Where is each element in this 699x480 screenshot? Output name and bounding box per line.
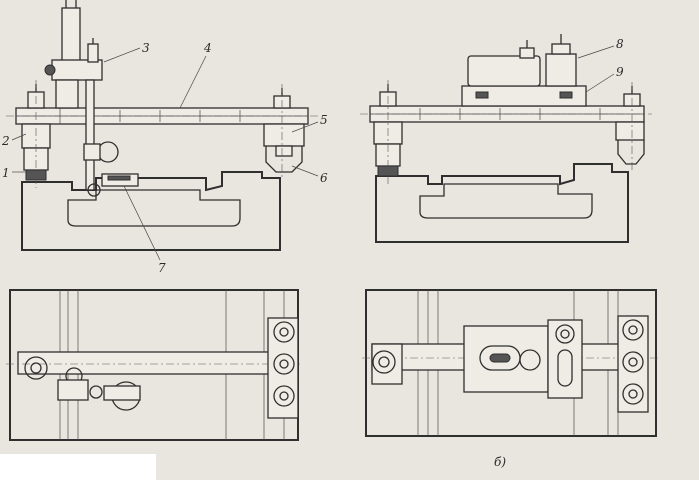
callout-1: 1	[2, 166, 10, 180]
callout-8: 8	[616, 37, 624, 51]
elevation-left	[6, 0, 319, 261]
sublabel-b: б)	[494, 455, 506, 469]
plan-right	[362, 289, 660, 437]
callout-4: 4	[203, 41, 212, 55]
blank-corner	[0, 454, 156, 480]
callout-5: 5	[320, 113, 328, 127]
elevation-right	[360, 34, 652, 243]
callout-9: 9	[616, 65, 624, 79]
plan-left	[6, 289, 300, 441]
callout-2: 2	[1, 134, 10, 148]
callout-6: 6	[320, 171, 328, 185]
callout-3: 3	[142, 41, 150, 55]
callout-7: 7	[158, 261, 166, 275]
